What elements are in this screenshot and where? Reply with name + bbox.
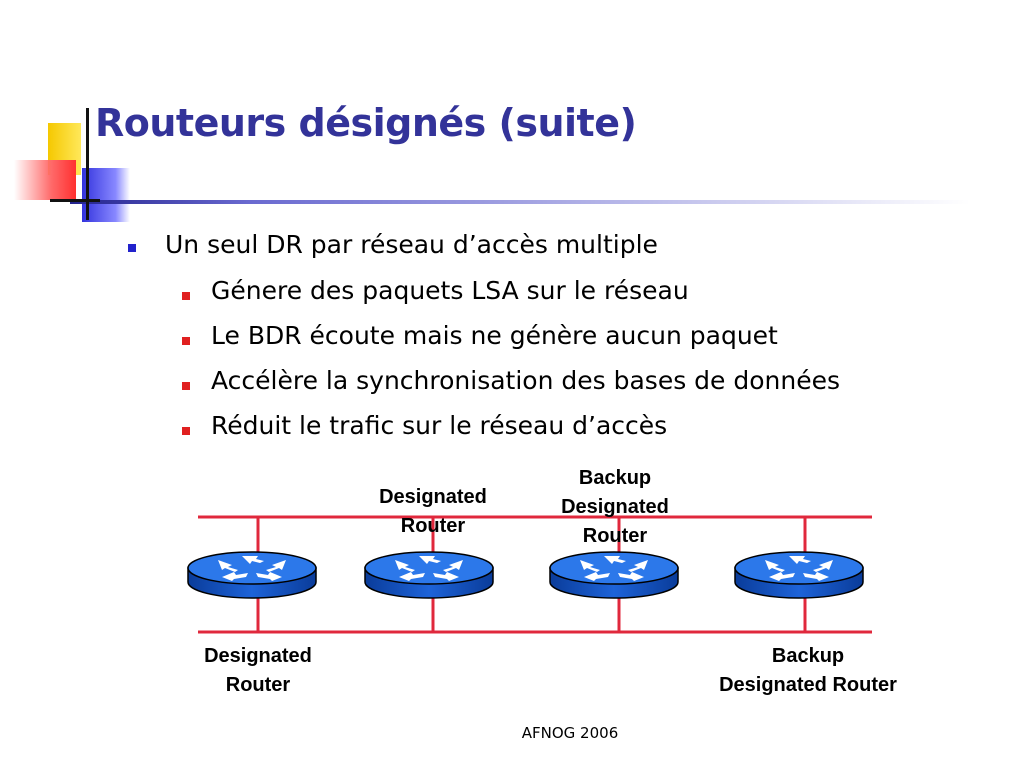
decor-vertical-line bbox=[86, 108, 89, 220]
sub-bullet-marker bbox=[182, 427, 190, 435]
bullet-marker bbox=[128, 244, 136, 252]
decor-horizontal-line bbox=[50, 199, 100, 202]
label-backup-designated-router-bottom: Backup Designated Router bbox=[688, 642, 928, 700]
router-icon bbox=[187, 551, 317, 599]
sub-bullet-marker bbox=[182, 337, 190, 345]
sub-bullet-item: Accélère la synchronisation des bases de… bbox=[211, 366, 841, 395]
bullet-item: Un seul DR par réseau d’accès multiple bbox=[165, 230, 658, 259]
sub-bullet-marker bbox=[182, 382, 190, 390]
label-line: Router bbox=[582, 525, 648, 547]
label-line: Designated bbox=[379, 486, 487, 508]
decor-red-square bbox=[14, 160, 76, 200]
sub-bullet-item: Génere des paquets LSA sur le réseau bbox=[211, 276, 689, 305]
title-underline bbox=[70, 200, 970, 204]
label-designated-router-top: Designated Router bbox=[353, 483, 513, 541]
sub-bullet-item: Réduit le trafic sur le réseau d’accès bbox=[211, 411, 668, 440]
slide-title: Routeurs désignés (suite) bbox=[95, 101, 637, 145]
label-line: Designated bbox=[204, 645, 312, 667]
decor-blue-square bbox=[82, 168, 130, 222]
sub-bullet-marker bbox=[182, 292, 190, 300]
label-line: Designated Router bbox=[719, 674, 897, 696]
router-icon bbox=[734, 551, 864, 599]
label-line: Backup bbox=[578, 467, 652, 489]
router-icon bbox=[364, 551, 494, 599]
label-line: Router bbox=[400, 515, 466, 537]
label-designated-router-bottom: Designated Router bbox=[178, 642, 338, 700]
router-icon bbox=[549, 551, 679, 599]
sub-bullet-item: Le BDR écoute mais ne génère aucun paque… bbox=[211, 321, 778, 350]
label-line: Designated bbox=[561, 496, 669, 518]
slide-footer: AFNOG 2006 bbox=[521, 724, 619, 742]
label-line: Router bbox=[225, 674, 291, 696]
label-backup-designated-router-top: Backup Designated Router bbox=[533, 464, 697, 551]
label-line: Backup bbox=[771, 645, 845, 667]
